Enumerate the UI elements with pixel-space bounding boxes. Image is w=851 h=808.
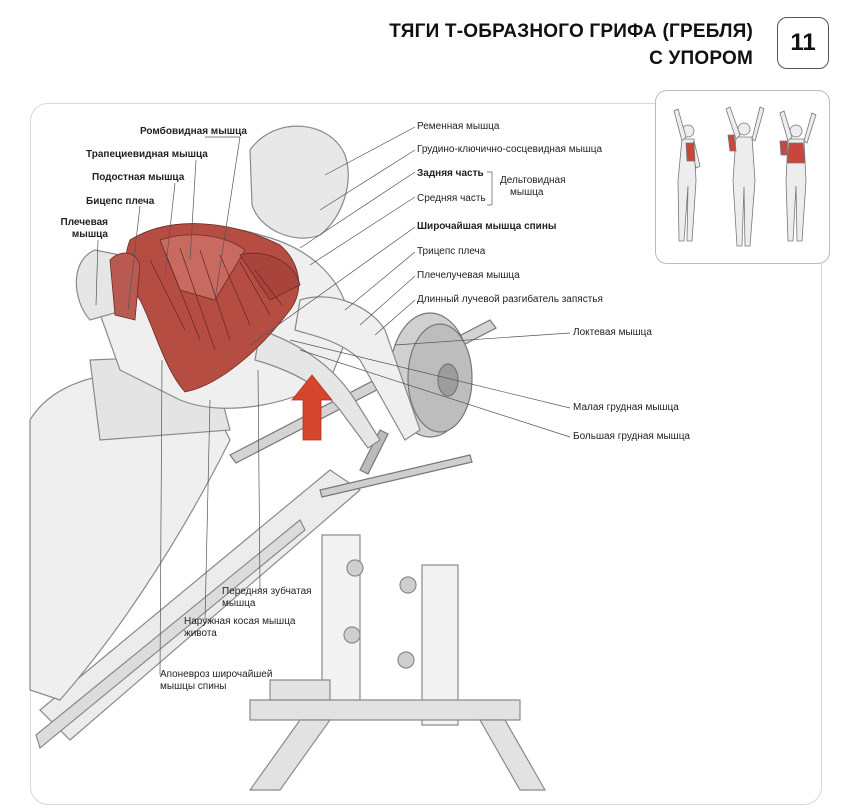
label-deltoid-line2: мышца <box>510 187 544 198</box>
title-line-1: ТЯГИ Т-ОБРАЗНОГО ГРИФА (ГРЕБЛЯ) <box>389 21 753 42</box>
label-oblique: Наружная косая мышца живота <box>184 616 296 640</box>
direction-arrow <box>291 374 333 441</box>
reference-figures-box <box>655 90 830 264</box>
label-pectoralis-minor: Малая грудная мышца <box>573 402 679 413</box>
label-deltoid-line1: Дельтовидная <box>500 175 566 186</box>
label-splenius: Ременная мышца <box>417 121 500 132</box>
label-serratus: Передняя зубчатая мышца <box>222 586 312 610</box>
label-sternocleidomastoid: Грудино-ключично-сосцевидная мышца <box>417 144 603 155</box>
label-rhomboid: Ромбовидная мышца <box>140 126 247 137</box>
label-oblique-line2: живота <box>184 628 217 639</box>
label-serratus-line1: Передняя зубчатая <box>222 586 312 597</box>
reference-figures <box>673 106 817 247</box>
label-deltoid-middle: Средняя часть <box>417 193 486 204</box>
leader-lines <box>95 126 571 676</box>
bench-drawing <box>35 469 547 791</box>
label-pectoralis-major: Большая грудная мышца <box>573 431 690 442</box>
label-aponeurosis-line1: Апоневроз широчайшей <box>160 669 273 680</box>
label-extensor: Длинный лучевой разгибатель запястья <box>417 294 603 305</box>
label-aponeurosis-line2: мышцы спины <box>160 681 227 692</box>
label-biceps: Бицепс плеча <box>86 196 155 207</box>
label-triceps: Трицепс плеча <box>417 246 486 257</box>
label-oblique-line1: Наружная косая мышца <box>184 616 296 627</box>
page-number-badge: 11 <box>777 17 829 69</box>
label-brachioradialis: Плечелучевая мышца <box>417 270 520 281</box>
label-infraspinatus: Подостная мышца <box>92 172 185 183</box>
label-deltoid-rear: Задняя часть <box>417 168 484 179</box>
label-anconeus: Локтевая мышца <box>573 327 652 338</box>
label-brachialis-line2: мышца <box>71 229 108 240</box>
label-latissimus: Широчайшая мышца спины <box>417 221 557 232</box>
label-brachialis-line1: Плечевая <box>60 217 109 228</box>
title-line-2: С УПОРОМ <box>649 48 753 69</box>
label-aponeurosis: Апоневроз широчайшей мышцы спины <box>160 669 272 693</box>
label-brachialis: Плечевая мышца <box>58 217 109 241</box>
body-sketch <box>29 125 421 701</box>
back-muscles <box>109 223 301 393</box>
page-title: ТЯГИ Т-ОБРАЗНОГО ГРИФА (ГРЕБЛЯ) С УПОРОМ <box>389 18 753 72</box>
label-trapezius: Трапециевидная мышца <box>86 149 208 160</box>
label-serratus-line2: мышца <box>222 598 256 609</box>
label-deltoid: Дельтовидная мышца <box>500 175 566 199</box>
